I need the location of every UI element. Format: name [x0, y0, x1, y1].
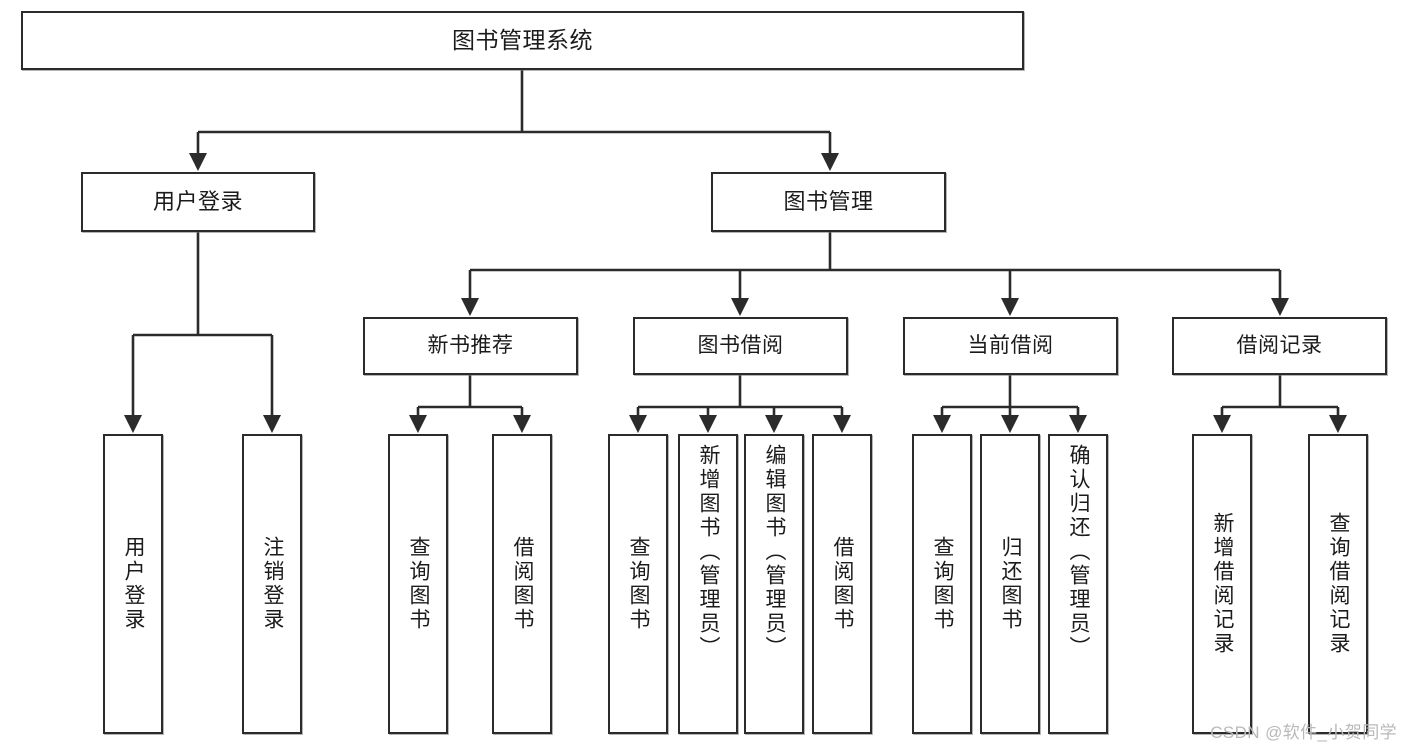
node-label: 用户登录	[122, 536, 146, 632]
leaf-book-borrow-edit-book-admin[interactable]: 编辑图书（管理员）	[744, 434, 804, 734]
leaf-current-borrow-return-book[interactable]: 归还图书	[980, 434, 1040, 734]
node-label: 新增图书（管理员）	[697, 444, 721, 660]
node-label: 当前借阅	[967, 333, 1054, 357]
node-label: 图书管理	[783, 188, 874, 214]
node-new-book-recommend[interactable]: 新书推荐	[363, 317, 578, 375]
node-label: 查询借阅记录	[1327, 512, 1351, 656]
leaf-current-borrow-query-book[interactable]: 查询图书	[912, 434, 972, 734]
node-label: 查询图书	[931, 536, 955, 632]
leaf-book-borrow-query-book[interactable]: 查询图书	[608, 434, 668, 734]
node-label: 借阅图书	[511, 536, 535, 632]
leaf-new-book-borrow-book[interactable]: 借阅图书	[492, 434, 552, 734]
node-label: 查询图书	[627, 536, 651, 632]
leaf-borrow-record-add-record[interactable]: 新增借阅记录	[1192, 434, 1252, 734]
node-label: 确认归还（管理员）	[1067, 444, 1091, 660]
node-root-book-management-system[interactable]: 图书管理系统	[21, 11, 1024, 70]
csdn-watermark: CSDN @软件_小贺同学	[1210, 723, 1397, 742]
node-label: 归还图书	[999, 536, 1023, 632]
node-label: 用户登录	[152, 188, 243, 214]
node-label: 查询图书	[407, 536, 431, 632]
leaf-current-borrow-confirm-return-admin[interactable]: 确认归还（管理员）	[1048, 434, 1108, 734]
node-user-login[interactable]: 用户登录	[81, 172, 315, 232]
leaf-book-borrow-add-book-admin[interactable]: 新增图书（管理员）	[678, 434, 738, 734]
node-label: 图书管理系统	[452, 26, 593, 53]
node-current-borrow[interactable]: 当前借阅	[903, 317, 1118, 375]
leaf-book-borrow-borrow-book[interactable]: 借阅图书	[812, 434, 872, 734]
node-label: 编辑图书（管理员）	[763, 444, 787, 660]
leaf-new-book-query-book[interactable]: 查询图书	[388, 434, 448, 734]
node-label: 注销登录	[261, 536, 285, 632]
node-label: 新增借阅记录	[1211, 512, 1235, 656]
leaf-user-login-login[interactable]: 用户登录	[103, 434, 163, 734]
leaf-user-login-logout[interactable]: 注销登录	[242, 434, 302, 734]
leaf-borrow-record-query-record[interactable]: 查询借阅记录	[1308, 434, 1368, 734]
node-book-borrow[interactable]: 图书借阅	[633, 317, 848, 375]
node-label: 图书借阅	[697, 333, 784, 357]
node-borrow-record[interactable]: 借阅记录	[1172, 317, 1387, 375]
node-label: 借阅记录	[1236, 333, 1323, 357]
node-label: 新书推荐	[427, 333, 514, 357]
node-book-management[interactable]: 图书管理	[711, 172, 946, 232]
node-label: 借阅图书	[831, 536, 855, 632]
